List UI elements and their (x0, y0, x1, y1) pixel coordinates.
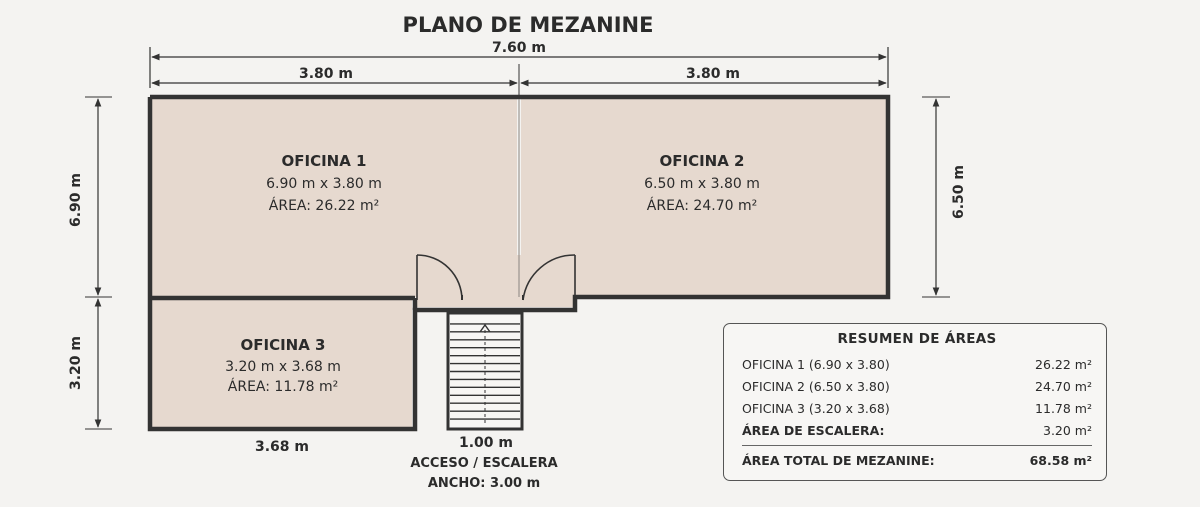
oficina-3-size: 3.20 m x 3.68 m (225, 359, 341, 375)
summary-row-label: OFICINA 1 (6.90 x 3.80) (742, 357, 890, 372)
summary-row-label: OFICINA 2 (6.50 x 3.80) (742, 379, 890, 394)
left-upper-height-label: 6.90 m (68, 173, 84, 227)
dimension-right-height: 6.50 m (922, 96, 967, 298)
summary-row: OFICINA 2 (6.50 x 3.80) 24.70 m² (742, 376, 1092, 398)
plan-title: PLANO DE MEZANINE (403, 13, 654, 37)
summary-total-value: 68.58 m² (1029, 453, 1092, 468)
summary-row-label: OFICINA 3 (3.20 x 3.68) (742, 401, 890, 416)
summary-row-value: 3.20 m² (1043, 423, 1092, 438)
oficina-2-name: OFICINA 2 (660, 152, 745, 170)
walls (147, 94, 891, 432)
summary-row: OFICINA 1 (6.90 x 3.80) 26.22 m² (742, 354, 1092, 376)
total-width-label: 7.60 m (492, 40, 546, 56)
oficina-1-area-text: ÁREA: 26.22 m² (269, 197, 379, 214)
oficina3-width-label: 3.68 m (255, 439, 309, 455)
oficina-3-area-text: ÁREA: 11.78 m² (228, 378, 338, 395)
dimension-half-widths: 3.80 m 3.80 m (151, 64, 887, 100)
oficina-2-size: 6.50 m x 3.80 m (644, 176, 760, 192)
door-right-icon (522, 254, 576, 301)
oficina-2-label: OFICINA 2 6.50 m x 3.80 m ÁREA: 24.70 m² (644, 152, 760, 214)
dimension-left-heights: 6.90 m 3.20 m (68, 96, 112, 430)
door-landing (417, 255, 575, 307)
access-width-label: ANCHO: 3.00 m (428, 476, 540, 491)
area-summary-panel: RESUMEN DE ÁREAS OFICINA 1 (6.90 x 3.80)… (723, 323, 1107, 481)
access-label: ACCESO / ESCALERA (410, 456, 557, 471)
summary-row-value: 26.22 m² (1035, 357, 1092, 372)
stair: 1.00 m (446, 311, 524, 451)
right-height-label: 6.50 m (951, 165, 967, 219)
dimension-total-width: 7.60 m (149, 40, 889, 88)
oficina-2-area (521, 99, 886, 297)
summary-row-value: 11.78 m² (1035, 401, 1092, 416)
oficina-1-size: 6.90 m x 3.80 m (266, 176, 382, 192)
oficina-2-area-text: ÁREA: 24.70 m² (647, 197, 757, 214)
stair-width-label: 1.00 m (459, 435, 513, 451)
summary-total-label: ÁREA TOTAL DE MEZANINE: (742, 453, 935, 468)
oficina-3-area (152, 300, 412, 427)
summary-row: OFICINA 3 (3.20 x 3.68) 11.78 m² (742, 398, 1092, 420)
summary-row: ÁREA DE ESCALERA: 3.20 m² (742, 420, 1092, 442)
oficina-3-name: OFICINA 3 (241, 336, 326, 354)
oficina-1-name: OFICINA 1 (282, 152, 367, 170)
summary-title: RESUMEN DE ÁREAS (837, 331, 997, 347)
left-width-label: 3.80 m (299, 66, 353, 82)
summary-row-label: ÁREA DE ESCALERA: (742, 423, 885, 438)
oficina-1-label: OFICINA 1 6.90 m x 3.80 m ÁREA: 26.22 m² (266, 152, 382, 214)
left-lower-height-label: 3.20 m (68, 336, 84, 390)
right-width-label: 3.80 m (686, 66, 740, 82)
summary-total-row: ÁREA TOTAL DE MEZANINE: 68.58 m² (742, 449, 1092, 473)
door-left-icon (416, 254, 463, 301)
summary-row-value: 24.70 m² (1035, 379, 1092, 394)
oficina-3-label: OFICINA 3 3.20 m x 3.68 m ÁREA: 11.78 m² (225, 336, 341, 395)
summary-divider (742, 445, 1092, 446)
